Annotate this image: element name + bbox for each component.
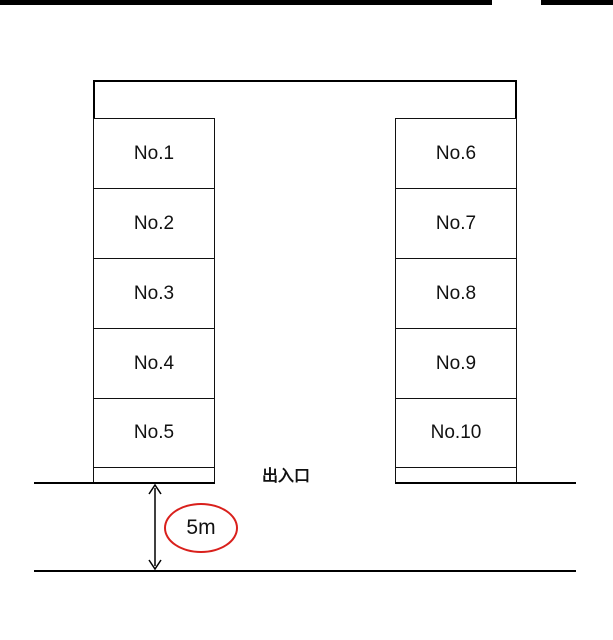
slot-label: No.4 bbox=[133, 352, 175, 374]
slot-label: No.2 bbox=[133, 212, 175, 234]
parking-slot-1: No.1 bbox=[93, 118, 215, 189]
slot-label: No.9 bbox=[435, 352, 477, 374]
parking-slot-6: No.6 bbox=[395, 118, 517, 189]
road-edge-left bbox=[34, 482, 215, 484]
parking-slot-2: No.2 bbox=[93, 188, 215, 259]
parking-slot-7: No.7 bbox=[395, 188, 517, 259]
top-bar-left bbox=[0, 0, 492, 5]
parking-slot-5: No.5 bbox=[93, 398, 215, 468]
entrance-label: 出入口 bbox=[262, 466, 311, 485]
road-far-edge bbox=[34, 570, 576, 572]
road-edge-right bbox=[395, 482, 576, 484]
lot-top-wall bbox=[93, 80, 517, 82]
slot-label: No.5 bbox=[133, 422, 175, 443]
slot-label: No.1 bbox=[133, 142, 175, 164]
slot-label: No.8 bbox=[435, 282, 477, 304]
road-width-value: 5m bbox=[186, 516, 216, 539]
road-width-label: 5m bbox=[164, 503, 238, 553]
parking-slot-9: No.9 bbox=[395, 328, 517, 399]
slot-label: No.6 bbox=[435, 142, 477, 164]
parking-slot-4: No.4 bbox=[93, 328, 215, 399]
slot-label: No.7 bbox=[435, 212, 477, 234]
parking-slot-10: No.10 bbox=[395, 398, 517, 468]
parking-slot-3: No.3 bbox=[93, 258, 215, 329]
slot-label: No.10 bbox=[430, 422, 482, 443]
distance-arrow-icon bbox=[148, 483, 162, 571]
top-bar-right bbox=[541, 0, 613, 5]
slot-label: No.3 bbox=[133, 282, 175, 304]
parking-slot-8: No.8 bbox=[395, 258, 517, 329]
